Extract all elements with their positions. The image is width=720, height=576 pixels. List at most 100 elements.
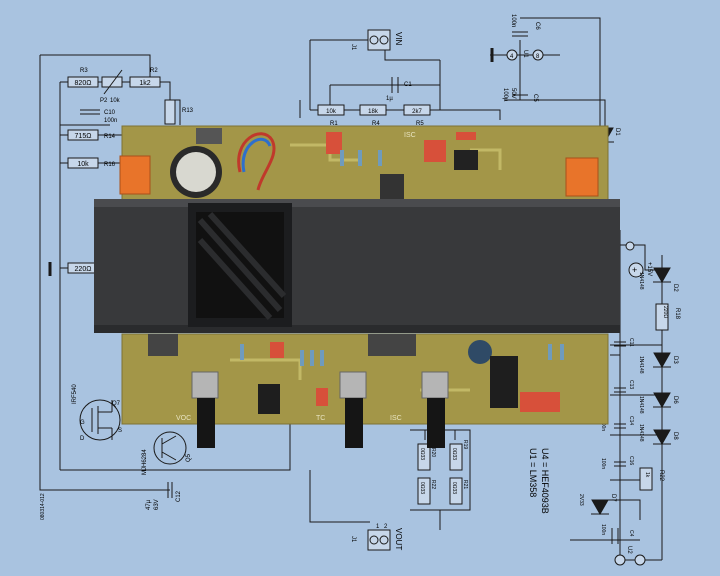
resistor-ref: R22: [430, 480, 436, 489]
resistor-r19: 0Ω33 R19: [449, 440, 468, 471]
silkscreen-isc-bottom: ISC: [390, 415, 402, 422]
resistor-r14: 715Ω R14: [67, 129, 116, 141]
diode-ref: D8: [672, 432, 678, 440]
resistor-ref: R19: [462, 440, 468, 449]
terminal-ref: J1: [350, 536, 356, 543]
resistor-ref: R16: [104, 162, 116, 168]
transistor-tab: [196, 128, 222, 144]
drawing-number: 080314-012: [40, 493, 46, 520]
box-capacitor: [270, 342, 284, 358]
ic-notes: U1 = LM358 U4 = HEF4093B: [528, 448, 550, 514]
lower-resistors: 0Ω33 R20 0Ω33 R19 0Ω33 R22 0Ω33 R21: [417, 440, 468, 505]
capacitor-ref: C12: [176, 490, 182, 502]
capacitor-voltage: 63V: [154, 499, 160, 510]
q7-pin-g: G: [80, 420, 85, 426]
resistor-value: 0Ω33: [419, 448, 425, 460]
resistor-value: 1k: [644, 472, 650, 478]
capacitor-c5: 100µ 50V C5: [502, 88, 538, 102]
resistor-ref: R22: [658, 470, 664, 482]
red-wire: [237, 132, 276, 191]
box-capacitor: [316, 388, 328, 406]
q5-ref: Q5: [186, 453, 192, 462]
resistor-value: 2k7: [412, 109, 422, 115]
heatsink-top-edge: [94, 199, 620, 207]
connector-left: [119, 155, 151, 195]
resistor-ref: R3: [80, 68, 88, 74]
resistor-value: 0Ω33: [451, 482, 457, 494]
box-capacitor: [424, 140, 446, 162]
zener-ref: D7: [610, 494, 616, 502]
resistor-value: 820Ω: [75, 80, 92, 87]
resistor-r13: R13: [164, 99, 194, 125]
diode-value: 1N4148: [638, 396, 644, 414]
capacitor-ref: C13: [628, 380, 634, 389]
capacitor-ref: C1: [404, 82, 412, 88]
resistor-r21: 0Ω33 R21: [449, 477, 468, 505]
capacitor-ref: C11: [628, 338, 634, 347]
transistor-q5: Q5 MJH6284: [142, 431, 192, 475]
diode-d3: 1N4148 D3: [638, 352, 678, 374]
capacitor-c1: C1 1µ: [386, 77, 412, 102]
diode-ref: D6: [672, 396, 678, 404]
silkscreen-voc: VOC: [176, 415, 191, 422]
diode-ref: D3: [672, 356, 678, 364]
supply-label: +15V: [646, 262, 652, 276]
resistor-ref: R21: [462, 480, 468, 489]
terminal-label: VIN: [394, 32, 403, 46]
resistor-value: 715Ω: [75, 133, 92, 140]
diode-d8: 1N4148 D8: [638, 424, 678, 446]
fan-blades: [197, 211, 287, 321]
q7-part: IRF540: [72, 384, 78, 404]
ic-dip8-bottom: [258, 384, 280, 414]
q7-pin-s: S: [118, 428, 122, 434]
capacitor-voltage: 50V: [510, 88, 516, 99]
capacitor-value: 100n: [600, 420, 606, 431]
capacitor-ref: C16: [628, 456, 634, 465]
plus-icon: +: [632, 265, 637, 275]
capacitor-ref: C5: [532, 94, 538, 102]
power-transistor: [148, 334, 178, 356]
capacitor-value: 100µ: [502, 88, 508, 102]
box-capacitor: [456, 132, 476, 140]
q7-ref: Q7: [112, 401, 121, 407]
terminal-label: VOUT: [394, 528, 403, 550]
diode-value: 1N4148: [638, 424, 644, 442]
terminal-vin: J1 VIN: [350, 29, 403, 51]
diode-ref: D2: [672, 284, 678, 292]
terminal-pin: 2: [384, 524, 388, 530]
capacitor-value: 1µ: [386, 96, 393, 102]
capacitor-value: 100n: [104, 118, 117, 124]
ic-dip14: [490, 356, 518, 408]
u2-ref: U2: [626, 546, 632, 554]
potentiometer-left: [191, 371, 219, 448]
resistor-ref: R20: [430, 448, 436, 457]
resistor-ref: R13: [182, 108, 194, 114]
mosfet-q7: Q7 IRF540 G D S: [72, 384, 122, 442]
capacitor-c14: 100n C14: [600, 416, 634, 431]
u1-power-pins: 4 8 U1: [490, 48, 544, 62]
trimmer-value: 10k: [110, 98, 121, 104]
input-resistors: 10k R1 18k R4 2k7 R5: [317, 104, 431, 127]
capacitor-c10: C10 100n: [80, 109, 117, 124]
resistor-r22: 1k R22: [639, 467, 664, 491]
q7-pin-d: D: [80, 436, 85, 442]
u1-pin: 4: [510, 54, 514, 60]
resistor-ref: R5: [416, 121, 424, 127]
capacitor-value: 100n: [600, 524, 606, 535]
left-resistor-network: 820Ω R3 P2 10k 1k2 R2 R13 C10 100n 715Ω …: [48, 68, 194, 276]
resistor-r18: 220Ω R18: [655, 303, 680, 331]
resistor-value: 220Ω: [662, 306, 668, 318]
resistor-ref: R4: [372, 121, 380, 127]
u2-pins: U2: [614, 546, 646, 566]
pcb-assembly: ISC VOC TC ISC: [94, 125, 620, 448]
supply-input: + +15V: [625, 241, 652, 278]
resistor-value: 10k: [77, 161, 89, 168]
resistor-value: 0Ω33: [419, 482, 425, 494]
resistor-r2: 1k2 R2: [129, 68, 161, 88]
capacitor-top: [176, 152, 216, 192]
ic-note: U1 = LM358: [528, 448, 538, 497]
diode-d6: 1N4148 D6: [638, 392, 678, 414]
small-resistors: [240, 150, 564, 366]
resistor-r20: 0Ω33 R20: [417, 443, 436, 471]
right-diodes: 1N4148 D2 220Ω R18 1N4148 D3 1N4148 D6 1…: [638, 267, 680, 491]
